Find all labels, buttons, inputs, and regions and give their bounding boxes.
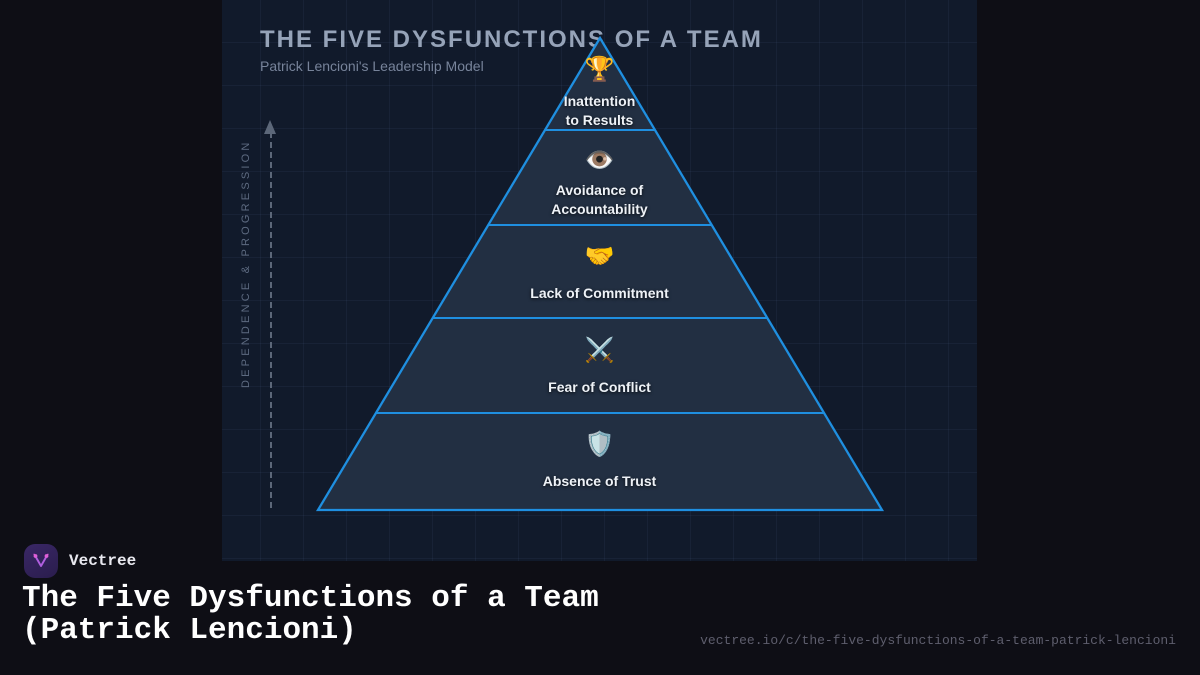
brand-block: Vectree: [24, 544, 136, 578]
pyramid-outline: [315, 35, 885, 512]
brand-name: Vectree: [69, 552, 137, 570]
footer-headline: The Five Dysfunctions of a Team (Patrick…: [22, 581, 599, 648]
footer-bar: Vectree The Five Dysfunctions of a Team …: [0, 544, 1200, 675]
y-axis-line: [270, 132, 272, 508]
page-title: THE FIVE DYSFUNCTIONS OF A TEAM: [260, 26, 763, 53]
up-arrow-icon: [264, 120, 276, 134]
pyramid-diagram: [315, 35, 885, 512]
pyramid-dividers: [375, 129, 825, 414]
footer-url: vectree.io/c/the-five-dysfunctions-of-a-…: [700, 633, 1176, 648]
vectree-logo-icon: [24, 544, 58, 578]
diagram-canvas: THE FIVE DYSFUNCTIONS OF A TEAM Patrick …: [222, 0, 977, 561]
page-subtitle: Patrick Lencioni's Leadership Model: [260, 58, 484, 74]
